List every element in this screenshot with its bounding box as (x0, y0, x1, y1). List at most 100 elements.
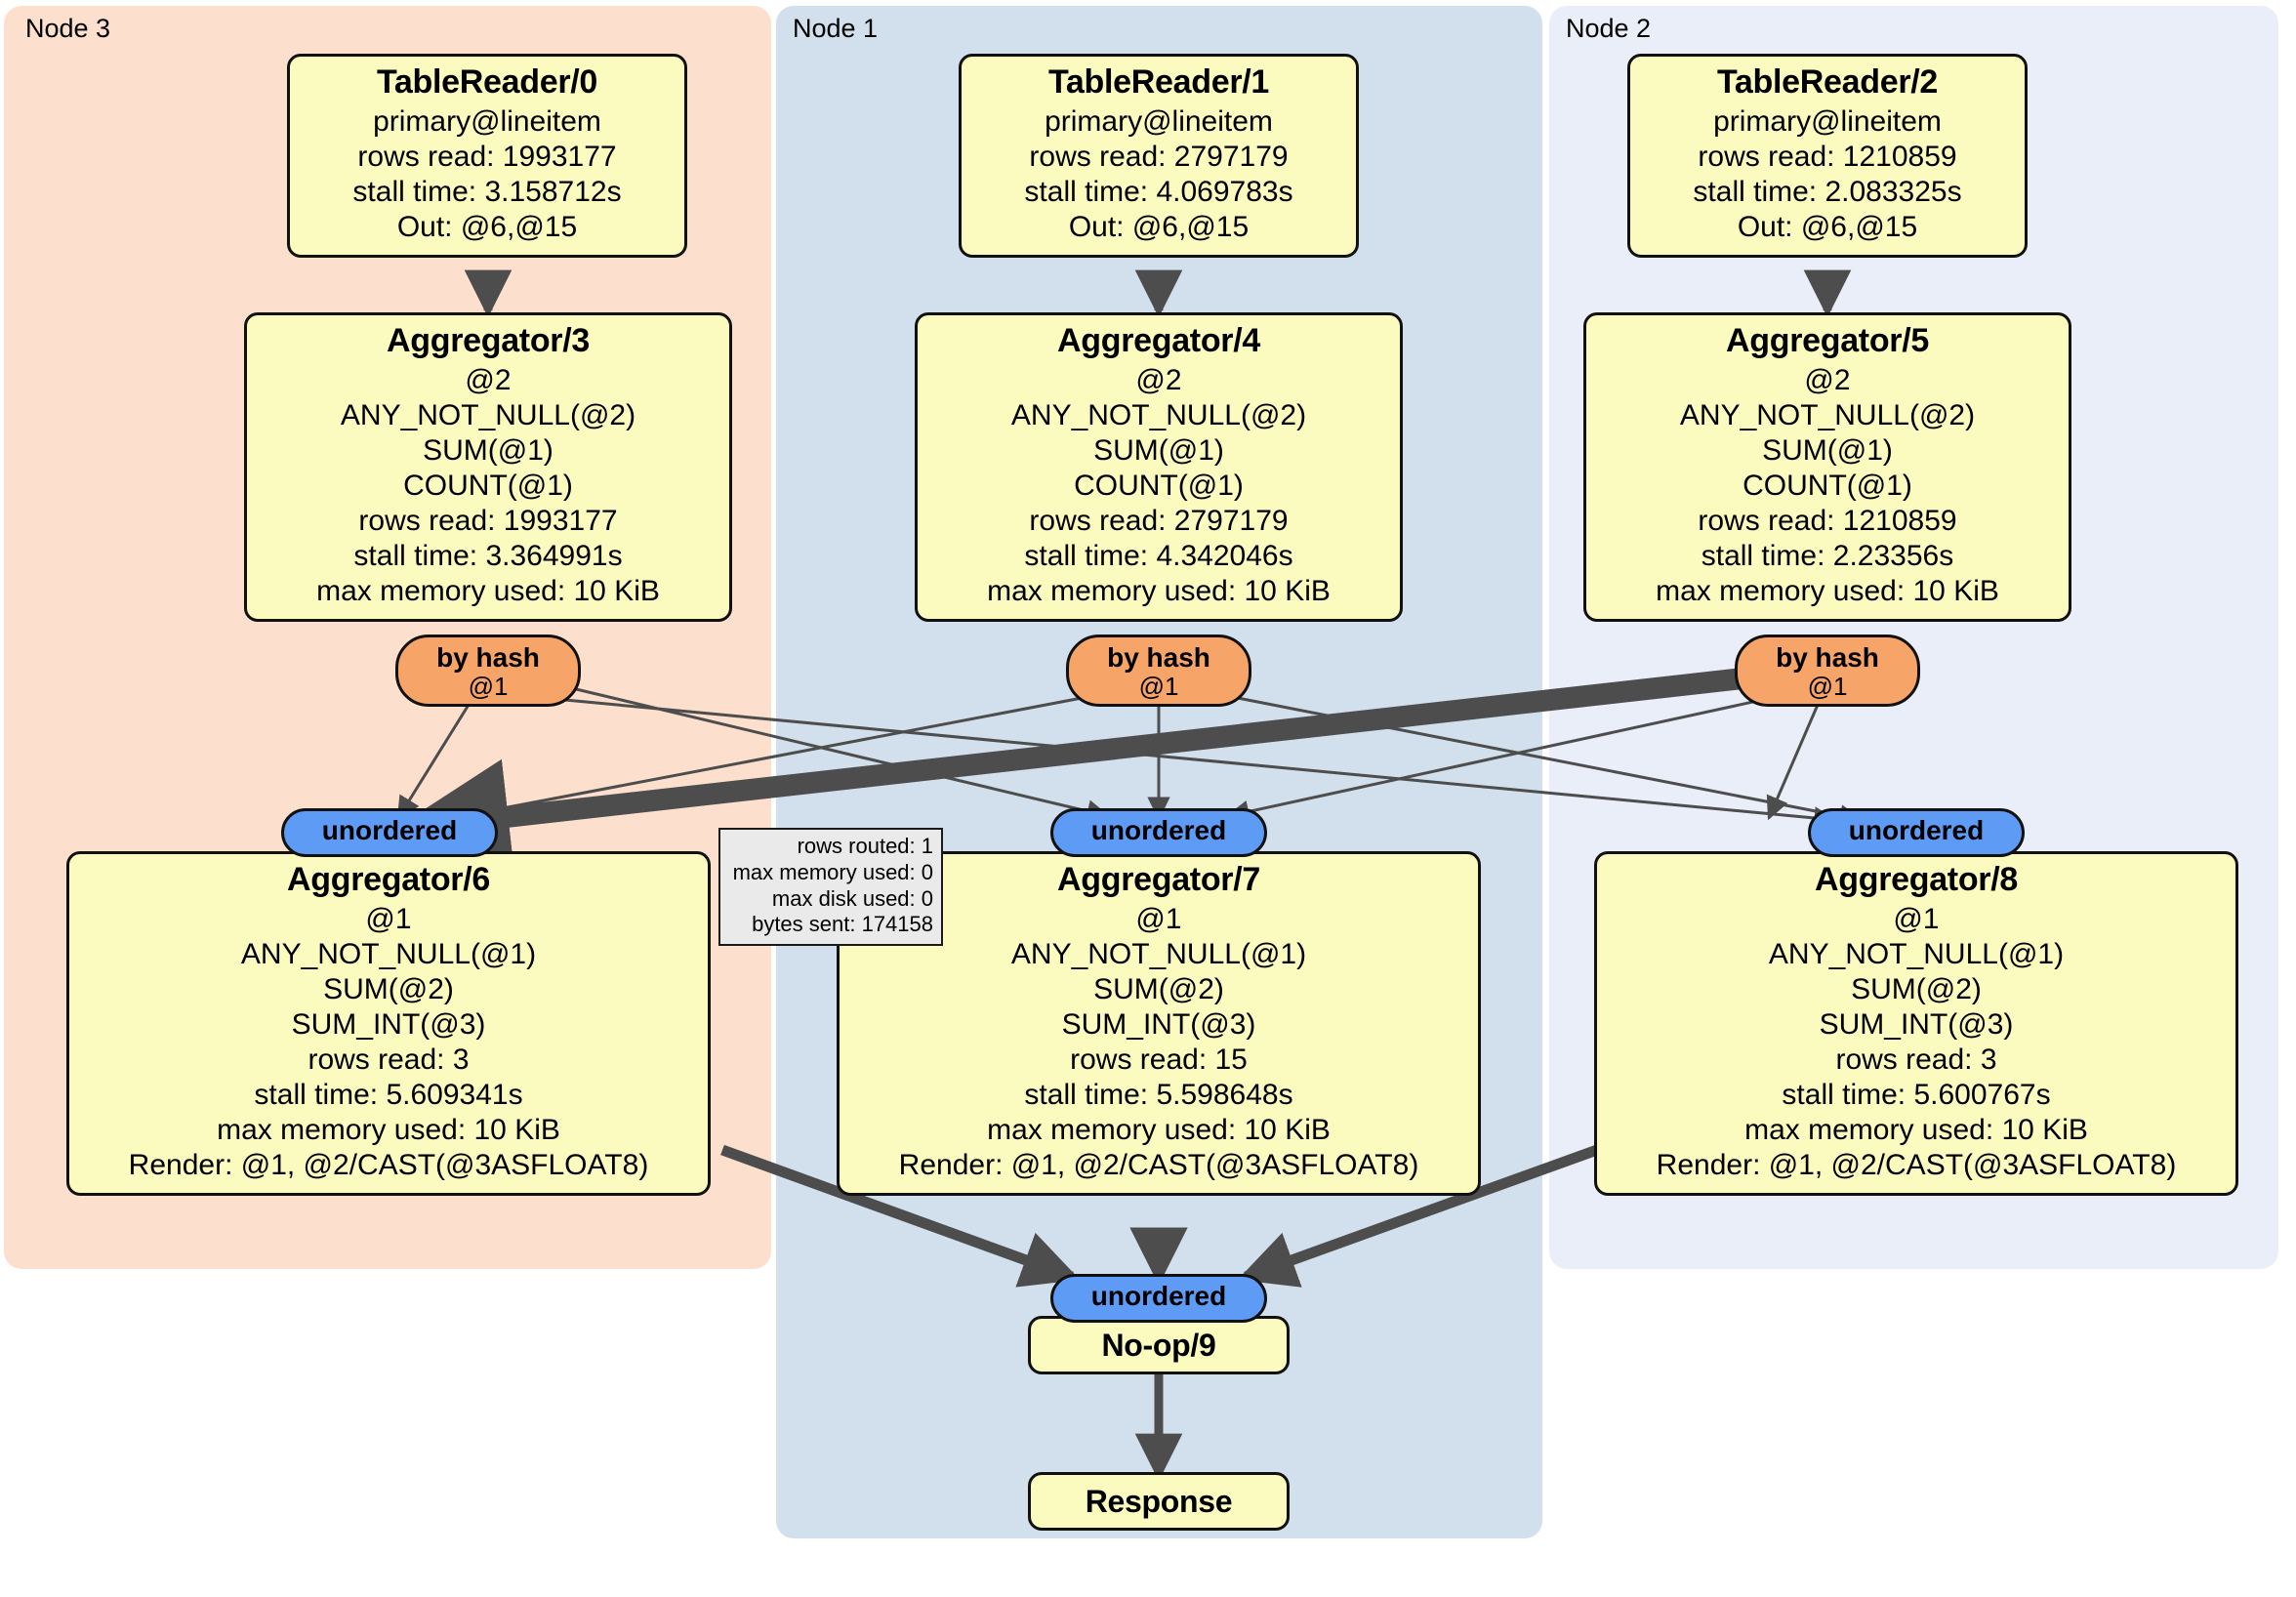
operator-detail: rows read: 2797179 (1029, 504, 1289, 537)
operator-detail: COUNT(@1) (1074, 469, 1244, 502)
operator-response[interactable]: Response (1028, 1472, 1290, 1532)
operator-detail: primary@lineitem (373, 104, 601, 138)
synchronizer-label: unordered (1848, 815, 1985, 845)
router-by-hash-1[interactable]: by hash @1 (1066, 635, 1251, 707)
operator-detail: stall time: 3.158712s (352, 175, 622, 208)
operator-tablereader-1[interactable]: TableReader/1 primary@lineitem rows read… (959, 54, 1359, 258)
operator-aggregator-8[interactable]: Aggregator/8 @1 ANY_NOT_NULL(@1) SUM(@2)… (1594, 851, 2238, 1196)
operator-title: Aggregator/7 (1057, 861, 1260, 898)
operator-title: TableReader/2 (1716, 63, 1938, 101)
operator-detail: stall time: 2.083325s (1693, 175, 1962, 208)
operator-detail: rows read: 1210859 (1698, 504, 1957, 537)
operator-detail: SUM(@1) (1762, 433, 1893, 467)
operator-detail: max memory used: 10 KiB (987, 1113, 1331, 1146)
operator-detail: SUM(@2) (1093, 972, 1224, 1005)
operator-detail: ANY_NOT_NULL(@2) (1010, 398, 1307, 431)
operator-detail: stall time: 5.600767s (1782, 1078, 2051, 1111)
operator-detail: @1 (365, 902, 412, 935)
operator-detail: primary@lineitem (1713, 104, 1942, 138)
router-by-hash-0[interactable]: by hash @1 (395, 635, 581, 707)
operator-detail: max memory used: 10 KiB (1744, 1113, 2088, 1146)
operator-detail: rows read: 3 (1835, 1043, 1997, 1076)
stream-stat-line: bytes sent: 174158 (752, 912, 933, 937)
operator-detail: Render: @1, @2/CAST(@3ASFLOAT8) (1656, 1148, 2177, 1181)
operator-detail: stall time: 3.364991s (353, 539, 623, 572)
operator-detail: stall time: 4.069783s (1024, 175, 1293, 208)
operator-detail: @2 (1135, 363, 1182, 396)
operator-aggregator-4[interactable]: Aggregator/4 @2 ANY_NOT_NULL(@2) SUM(@1)… (915, 312, 1403, 622)
operator-detail: @2 (465, 363, 512, 396)
operator-detail: ANY_NOT_NULL(@1) (240, 937, 537, 970)
operator-detail: SUM(@2) (1851, 972, 1982, 1005)
operator-detail: COUNT(@1) (1742, 469, 1912, 502)
synchronizer-unordered-2[interactable]: unordered (1808, 808, 2025, 857)
synchronizer-unordered-0[interactable]: unordered (281, 808, 498, 857)
operator-detail: stall time: 2.23356s (1701, 539, 1954, 572)
stream-stat-line: max disk used: 0 (771, 885, 933, 911)
operator-detail: SUM(@1) (1093, 433, 1224, 467)
operator-detail: primary@lineitem (1045, 104, 1273, 138)
synchronizer-label: unordered (1090, 815, 1227, 845)
operator-detail: stall time: 4.342046s (1024, 539, 1293, 572)
router-type: by hash (1776, 642, 1879, 673)
operator-detail: stall time: 5.598648s (1024, 1078, 1293, 1111)
stream-stats-box: rows routed: 1 max memory used: 0 max di… (718, 828, 943, 947)
operator-title: No-op/9 (1101, 1328, 1216, 1363)
cluster-label-node-2: Node 2 (1566, 14, 1652, 43)
operator-title: Response (1085, 1484, 1233, 1519)
operator-aggregator-7[interactable]: Aggregator/7 @1 ANY_NOT_NULL(@1) SUM(@2)… (837, 851, 1481, 1196)
operator-detail: SUM_INT(@3) (291, 1007, 486, 1041)
operator-title: Aggregator/4 (1057, 322, 1260, 359)
operator-title: Aggregator/3 (387, 322, 590, 359)
operator-detail: COUNT(@1) (403, 469, 573, 502)
operator-detail: ANY_NOT_NULL(@1) (1010, 937, 1307, 970)
operator-detail: Render: @1, @2/CAST(@3ASFLOAT8) (128, 1148, 649, 1181)
operator-noop-9[interactable]: No-op/9 (1028, 1316, 1290, 1375)
operator-aggregator-3[interactable]: Aggregator/3 @2 ANY_NOT_NULL(@2) SUM(@1)… (244, 312, 732, 622)
synchronizer-unordered-1[interactable]: unordered (1050, 808, 1267, 857)
router-type: by hash (1107, 642, 1210, 673)
router-type: by hash (436, 642, 540, 673)
operator-tablereader-0[interactable]: TableReader/0 primary@lineitem rows read… (287, 54, 687, 258)
operator-title: Aggregator/8 (1815, 861, 2018, 898)
operator-detail: @2 (1804, 363, 1851, 396)
operator-detail: stall time: 5.609341s (254, 1078, 523, 1111)
router-column: @1 (468, 672, 509, 702)
operator-detail: @1 (1893, 902, 1940, 935)
stream-stat-line: max memory used: 0 (732, 859, 933, 884)
synchronizer-label: unordered (321, 815, 458, 845)
operator-detail: Out: @6,@15 (396, 210, 578, 243)
operator-title: Aggregator/5 (1726, 322, 1929, 359)
router-by-hash-2[interactable]: by hash @1 (1735, 635, 1920, 707)
operator-detail: max memory used: 10 KiB (1656, 574, 1999, 607)
operator-detail: @1 (1135, 902, 1182, 935)
cluster-label-node-1: Node 1 (793, 14, 879, 43)
synchronizer-label: unordered (1090, 1281, 1227, 1311)
operator-tablereader-2[interactable]: TableReader/2 primary@lineitem rows read… (1627, 54, 2028, 258)
operator-detail: SUM_INT(@3) (1061, 1007, 1256, 1041)
operator-detail: rows read: 15 (1070, 1043, 1248, 1076)
operator-detail: rows read: 1993177 (357, 140, 617, 173)
operator-title: TableReader/1 (1047, 63, 1269, 101)
synchronizer-unordered-final[interactable]: unordered (1050, 1274, 1267, 1323)
operator-detail: ANY_NOT_NULL(@2) (1679, 398, 1976, 431)
operator-detail: SUM_INT(@3) (1819, 1007, 2014, 1041)
operator-detail: Render: @1, @2/CAST(@3ASFLOAT8) (898, 1148, 1419, 1181)
operator-detail: rows read: 1993177 (358, 504, 618, 537)
operator-detail: SUM(@2) (323, 972, 454, 1005)
router-column: @1 (1807, 672, 1848, 702)
operator-detail: rows read: 3 (308, 1043, 470, 1076)
operator-detail: rows read: 2797179 (1029, 140, 1289, 173)
operator-detail: ANY_NOT_NULL(@1) (1768, 937, 2065, 970)
operator-aggregator-5[interactable]: Aggregator/5 @2 ANY_NOT_NULL(@2) SUM(@1)… (1583, 312, 2071, 622)
operator-detail: max memory used: 10 KiB (217, 1113, 560, 1146)
operator-aggregator-6[interactable]: Aggregator/6 @1 ANY_NOT_NULL(@1) SUM(@2)… (66, 851, 711, 1196)
operator-detail: Out: @6,@15 (1737, 210, 1918, 243)
operator-detail: rows read: 1210859 (1698, 140, 1957, 173)
stream-stat-line: rows routed: 1 (797, 834, 933, 858)
operator-title: Aggregator/6 (287, 861, 490, 898)
operator-detail: Out: @6,@15 (1068, 210, 1250, 243)
cluster-label-node-3: Node 3 (25, 14, 111, 43)
operator-detail: max memory used: 10 KiB (316, 574, 660, 607)
